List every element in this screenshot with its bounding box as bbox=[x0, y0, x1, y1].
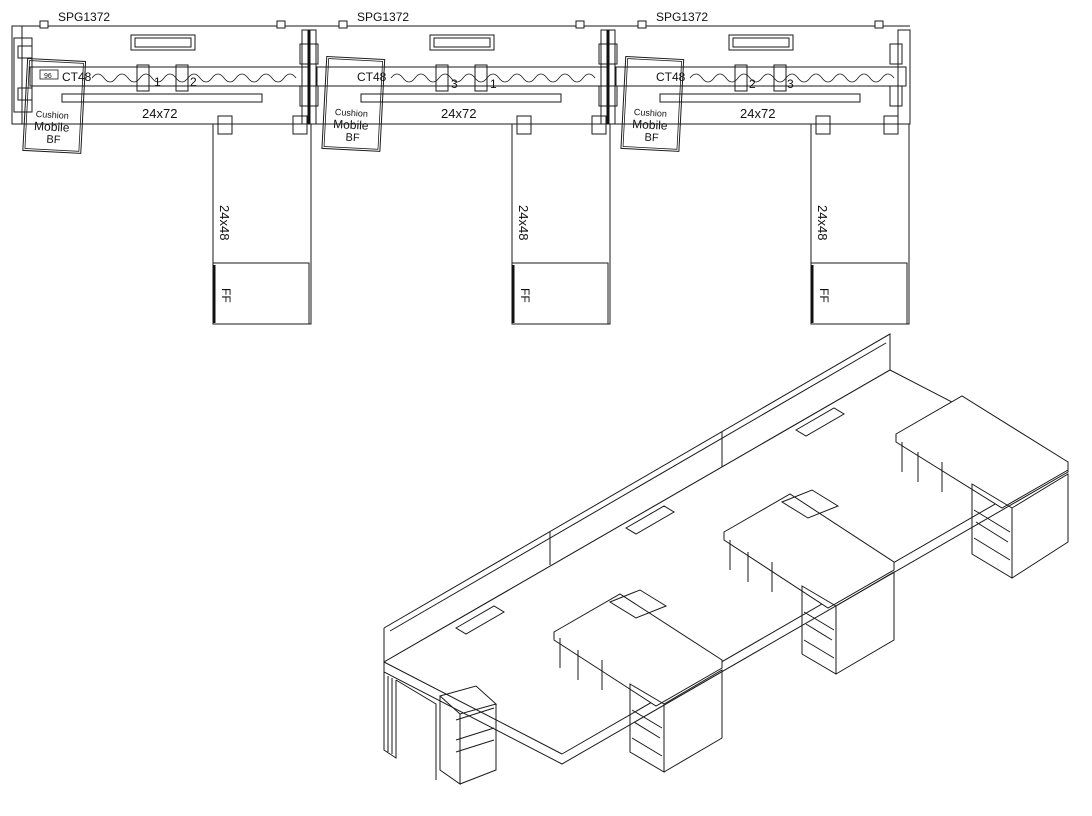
panel-label: SPG1372 bbox=[357, 10, 409, 24]
desk-label: 24x72 bbox=[142, 106, 177, 121]
station-1-plan: SPG1372 96 CT48 1 2 24x72 Cushion Mobile… bbox=[11, 10, 319, 325]
outlet-number: 1 bbox=[490, 77, 497, 91]
pedestal-main-label: Mobile bbox=[333, 117, 369, 133]
grommet bbox=[130, 34, 196, 51]
support-rail bbox=[61, 93, 263, 103]
iso-return-desk-3 bbox=[895, 395, 1069, 509]
power-cable bbox=[390, 73, 596, 83]
outlet-number: 3 bbox=[451, 77, 458, 91]
iso-end-panel bbox=[383, 672, 437, 780]
file-label: FF bbox=[219, 288, 233, 303]
grommet bbox=[429, 34, 495, 51]
outlet-box bbox=[734, 64, 748, 92]
iso-assembly bbox=[383, 333, 1069, 785]
iso-return-desk-1 bbox=[553, 593, 723, 707]
iso-grommet bbox=[455, 605, 505, 635]
panel-connector bbox=[276, 20, 286, 29]
return-desk-label: 24x48 bbox=[217, 205, 232, 240]
pedestal-main-label: Mobile bbox=[632, 117, 668, 133]
raceway bbox=[615, 66, 907, 87]
desk-label: 24x72 bbox=[441, 106, 476, 121]
end-panel bbox=[897, 29, 911, 125]
power-cable bbox=[91, 73, 297, 83]
pedestal-code-label: BF bbox=[46, 134, 61, 147]
return-desk-label: 24x48 bbox=[516, 205, 531, 240]
power-cable bbox=[689, 73, 895, 83]
mobile-pedestal: Cushion Mobile BF bbox=[22, 57, 87, 154]
return-desk-label: 24x48 bbox=[815, 205, 830, 240]
outlet-box bbox=[474, 64, 488, 92]
support-rail bbox=[360, 93, 562, 103]
panel-connector bbox=[39, 20, 49, 29]
outlet-number: 1 bbox=[154, 75, 161, 89]
pedestal-small-label: Cushion bbox=[335, 107, 369, 119]
support-rail bbox=[659, 93, 861, 103]
iso-grommet bbox=[625, 505, 675, 535]
mobile-pedestal: Cushion Mobile BF bbox=[620, 55, 685, 152]
iso-grommet bbox=[795, 407, 845, 437]
outlet-box bbox=[175, 64, 189, 92]
iso-return-desk-2 bbox=[723, 493, 895, 609]
mobile-pedestal: Cushion Mobile BF bbox=[321, 55, 386, 152]
end-panel bbox=[11, 25, 23, 125]
tag-label: 96 bbox=[44, 73, 52, 80]
file-label: FF bbox=[817, 288, 831, 303]
outlet-number: 2 bbox=[190, 75, 197, 89]
grommet bbox=[728, 34, 794, 51]
panel-label: SPG1372 bbox=[656, 10, 708, 24]
outlet-number: 3 bbox=[787, 77, 794, 91]
outlet-number: 2 bbox=[749, 77, 756, 91]
return-label: CT48 bbox=[357, 70, 387, 84]
outlet-box bbox=[773, 64, 787, 92]
station-3-plan: SPG1372 CT48 2 3 24x72 Cushion Mobile BF… bbox=[615, 10, 911, 325]
outlet-box bbox=[136, 64, 150, 92]
plan-view: SPG1372 96 CT48 1 2 24x72 Cushion Mobile… bbox=[11, 10, 911, 325]
station-2-plan: SPG1372 CT48 3 1 24x72 Cushion Mobile BF… bbox=[316, 10, 618, 325]
pedestal-small-label: Cushion bbox=[36, 109, 70, 121]
desk-label: 24x72 bbox=[740, 106, 775, 121]
panel-label: SPG1372 bbox=[58, 10, 110, 24]
pedestal-code-label: BF bbox=[345, 132, 360, 145]
pedestal-code-label: BF bbox=[644, 132, 659, 145]
pedestal-small-label: Cushion bbox=[634, 107, 668, 119]
outlet-box bbox=[435, 64, 449, 92]
pedestal-main-label: Mobile bbox=[34, 119, 70, 135]
return-label: CT48 bbox=[656, 70, 686, 84]
file-label: FF bbox=[518, 288, 532, 303]
